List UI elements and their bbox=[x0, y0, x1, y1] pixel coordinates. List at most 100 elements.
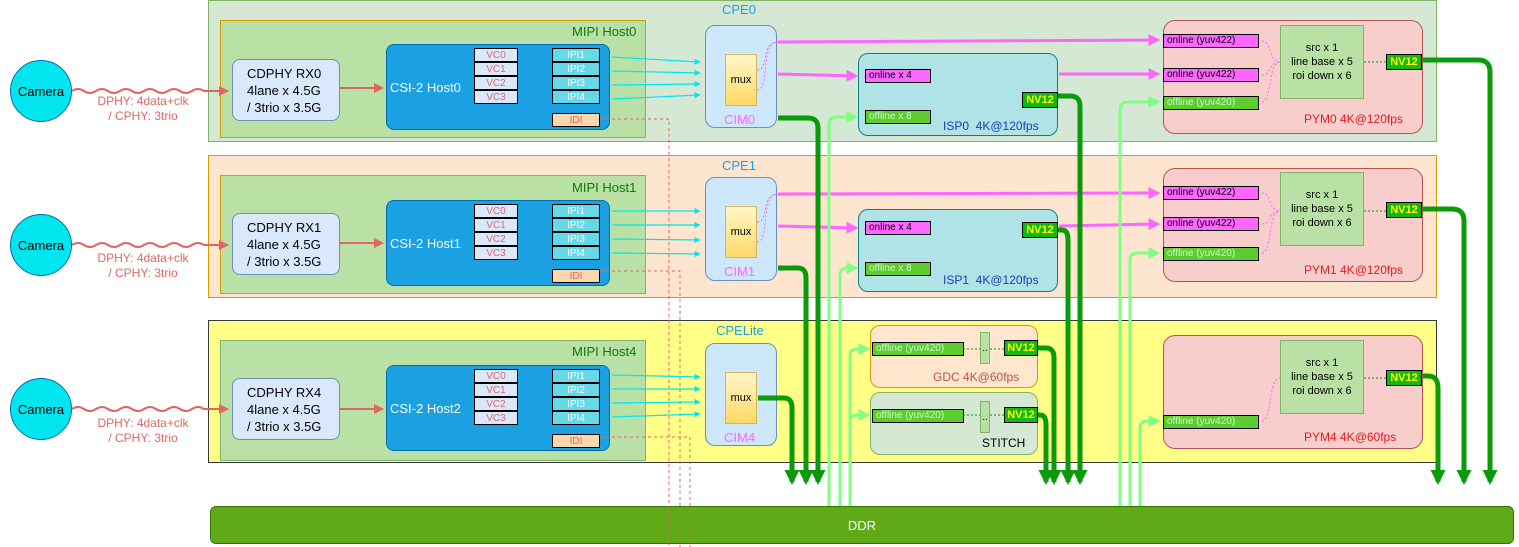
idi0-dashed bbox=[600, 118, 670, 547]
pym2-nv12: NV12 bbox=[1386, 370, 1422, 386]
gdc-ddr bbox=[1038, 345, 1062, 485]
mipi-host1-label: MIPI Host1 bbox=[572, 180, 637, 195]
idi1-dashed bbox=[600, 270, 681, 547]
ipi2-box-host1: IPI2 bbox=[552, 218, 600, 232]
camera1-link bbox=[71, 240, 229, 250]
pym0-input-2: offline (yuv420) bbox=[1163, 96, 1259, 110]
cim4 bbox=[705, 343, 777, 446]
pym2-src-line-0: src x 1 bbox=[1305, 357, 1339, 369]
pym1-src-line-2: roi down x 6 bbox=[1292, 217, 1352, 229]
pym2-src-box: src x 1 line base x 5 roi down x 6 bbox=[1280, 340, 1364, 414]
ipi2-box-host2: IPI2 bbox=[552, 383, 600, 397]
gdc-nv12: NV12 bbox=[1004, 340, 1038, 356]
isp1-online: online x 4 bbox=[865, 221, 931, 235]
csi2-host0-label: CSI-2 Host0 bbox=[390, 80, 461, 95]
ipi0-1 bbox=[611, 56, 701, 65]
ddr-pym0-offline bbox=[1118, 96, 1161, 506]
pym1-title: PYM1 4K@120fps bbox=[1304, 263, 1403, 277]
pym2-input-0: offline (yuv420) bbox=[1163, 415, 1259, 429]
cdphy-rx4: CDPHY RX4 4lane x 4.5G / 3trio x 3.5G bbox=[232, 378, 340, 440]
ddr-stitch-offline bbox=[848, 409, 871, 421]
phy-note-0: DPHY: 4data+clk / CPHY: 3trio bbox=[88, 94, 198, 124]
cim0-isp0-online bbox=[777, 69, 859, 82]
vc1-box-host0: VC1 bbox=[474, 62, 518, 76]
cim0-ddr bbox=[778, 115, 826, 485]
phy-note-0-line2: / CPHY: 3trio bbox=[108, 109, 178, 123]
vc1-box-host1: VC1 bbox=[474, 218, 518, 232]
camera-2: Camera bbox=[10, 378, 72, 440]
pym1-nv12: NV12 bbox=[1386, 202, 1422, 218]
vc0-box-host1: VC0 bbox=[474, 204, 518, 218]
ipi3-box-host2: IPI3 bbox=[552, 397, 600, 411]
pym2-src-line-2: roi down x 6 bbox=[1292, 385, 1352, 397]
vc0-box-host0: VC0 bbox=[474, 48, 518, 62]
ddr-isp0-offline bbox=[827, 111, 859, 506]
cim1-ddr bbox=[778, 265, 814, 485]
cim4-ddr bbox=[758, 395, 800, 485]
isp0-title: ISP0 4K@120fps bbox=[943, 119, 1039, 133]
pym0-title: PYM0 4K@120fps bbox=[1304, 112, 1403, 126]
ipi0-2 bbox=[611, 69, 701, 76]
phy-note-2-line2: / CPHY: 3trio bbox=[108, 431, 178, 445]
camera-2-label: Camera bbox=[17, 401, 65, 417]
phy-note-0-line1: DPHY: 4data+clk bbox=[97, 94, 189, 108]
idi-box-host1: IDI bbox=[552, 269, 600, 283]
idi-box-host0: IDI bbox=[552, 113, 600, 127]
isp1-offline: offline x 8 bbox=[865, 262, 931, 276]
mux-1-label: mux bbox=[730, 226, 752, 238]
phy-note-1-line1: DPHY: 4data+clk bbox=[97, 251, 189, 265]
pym1-input-2: offline (yuv420) bbox=[1163, 247, 1259, 261]
ddr-pym4-offline bbox=[1138, 415, 1161, 506]
ipi4-box-host1: IPI4 bbox=[552, 246, 600, 260]
idi-box-host2: IDI bbox=[552, 434, 600, 448]
cdphy-rx0: CDPHY RX0 4lane x 4.5G / 3trio x 3.5G bbox=[232, 59, 340, 121]
ipi1-4 bbox=[611, 250, 701, 257]
pym1-ddr bbox=[1423, 206, 1472, 485]
cdphy-rx4-trio: / 3trio x 3.5G bbox=[247, 418, 322, 434]
ipi2-4 bbox=[611, 411, 701, 418]
csi2-host1-label: CSI-2 Host1 bbox=[390, 236, 461, 251]
mux-4: mux bbox=[725, 372, 757, 424]
cim1-label: CIM1 bbox=[724, 264, 756, 279]
pym2-title: PYM4 4K@60fps bbox=[1304, 430, 1397, 444]
gdc-title: GDC 4K@60fps bbox=[933, 370, 1020, 384]
ddr-label: DDR bbox=[847, 517, 877, 533]
isp1-nv12: NV12 bbox=[1022, 222, 1058, 238]
phy-note-1: DPHY: 4data+clk / CPHY: 3trio bbox=[88, 251, 198, 281]
cdphy-rx4-title: CDPHY RX4 bbox=[247, 384, 322, 400]
ipi1-box-host1: IPI1 bbox=[552, 204, 600, 218]
cim0-pym0-online1 bbox=[777, 34, 1161, 47]
cpe0-label: CPE0 bbox=[722, 2, 756, 17]
ipi1-box-host0: IPI1 bbox=[552, 48, 600, 62]
ddr-pym1-offline bbox=[1128, 247, 1161, 506]
cdphy-rx1-title: CDPHY RX1 bbox=[247, 219, 322, 235]
cdphy-rx0-trio: / 3trio x 3.5G bbox=[247, 99, 322, 115]
vc3-box-host2: VC3 bbox=[474, 411, 518, 425]
camera-0: Camera bbox=[10, 60, 72, 122]
vc2-box-host1: VC2 bbox=[474, 232, 518, 246]
pym2-src-line-1: line base x 5 bbox=[1291, 371, 1353, 383]
camera-1: Camera bbox=[10, 214, 72, 276]
pym4-ddr bbox=[1423, 373, 1446, 485]
ddr-bus: DDR bbox=[210, 506, 1514, 544]
isp1-pym1-online2 bbox=[1058, 218, 1161, 231]
pym0-input-1: online (yuv422) bbox=[1163, 68, 1259, 82]
vc1-box-host2: VC1 bbox=[474, 383, 518, 397]
stitch-nv12: NV12 bbox=[1004, 407, 1038, 423]
gdc-dots: .. bbox=[980, 332, 990, 364]
ipi3-box-host1: IPI3 bbox=[552, 232, 600, 246]
cdphy-rx4-lane: 4lane x 4.5G bbox=[247, 401, 321, 417]
pym0-src-line-1: line base x 5 bbox=[1291, 56, 1353, 68]
cdphy-rx0-title: CDPHY RX0 bbox=[247, 65, 322, 81]
phy-note-1-line2: / CPHY: 3trio bbox=[108, 266, 178, 280]
stitch-title: STITCH bbox=[982, 436, 1026, 450]
cdphy-rx1-lane: 4lane x 4.5G bbox=[247, 236, 321, 252]
gdc bbox=[870, 325, 1038, 388]
vc2-box-host2: VC2 bbox=[474, 397, 518, 411]
mipi-host0-label: MIPI Host0 bbox=[572, 24, 637, 39]
vc3-box-host1: VC3 bbox=[474, 246, 518, 260]
isp0-nv12: NV12 bbox=[1022, 92, 1058, 108]
